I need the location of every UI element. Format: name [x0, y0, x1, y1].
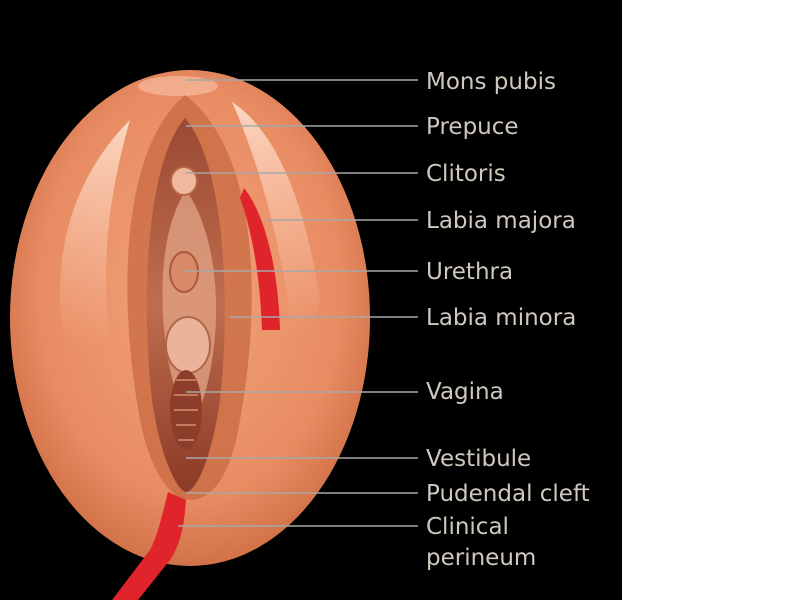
label-labia-majora: Labia majora [426, 208, 576, 234]
vestibule-lines [174, 379, 198, 441]
clitoris-shape [170, 166, 198, 196]
label-mons-pubis: Mons pubis [426, 69, 556, 95]
top-highlight [138, 76, 218, 96]
label-prepuce: Prepuce [426, 114, 519, 140]
perineum-marker [112, 492, 186, 600]
label-pudendal-cleft: Pudendal cleft [426, 481, 590, 507]
urethra-shape [169, 251, 199, 293]
anatomy-illustration [10, 70, 418, 600]
label-vestibule: Vestibule [426, 446, 532, 472]
label-perineum: perineum [426, 545, 537, 571]
label-vagina: Vagina [426, 379, 504, 405]
vagina-opening-shape [165, 316, 211, 374]
label-clitoris: Clitoris [426, 161, 506, 187]
label-labia-minora: Labia minora [426, 305, 577, 331]
right-highlight [232, 102, 320, 334]
left-highlight [59, 120, 130, 347]
labia-majora-marker [240, 188, 280, 330]
label-urethra: Urethra [426, 259, 514, 285]
label-clinical: Clinical [426, 514, 509, 540]
